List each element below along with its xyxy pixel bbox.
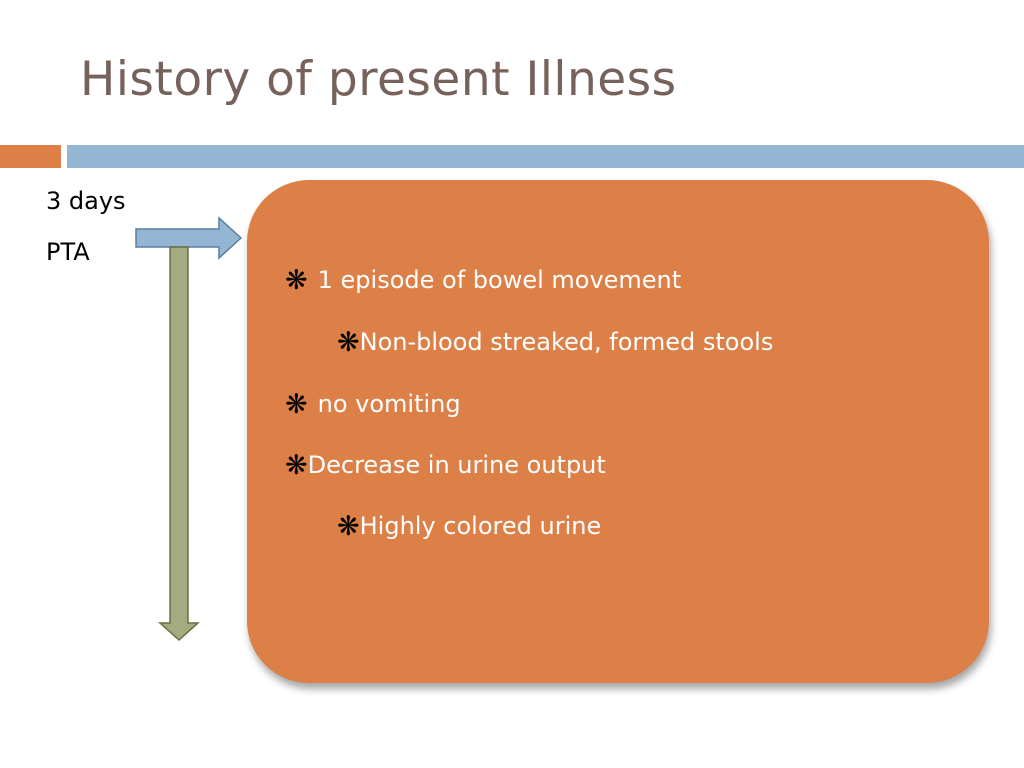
timeline-label-pta: PTA (46, 238, 90, 266)
title-underline-bar (67, 145, 1024, 168)
title-accent-bar (0, 145, 61, 168)
bullet-item: ❋ 1 episode of bowel movement (285, 266, 681, 294)
bullet-text: Non-blood streaked, formed stools (359, 328, 774, 356)
bullet-asterisk-icon: ❋ (337, 326, 360, 358)
bullet-item: ❋Non-blood streaked, formed stools (337, 328, 773, 356)
bullet-asterisk-icon: ❋ (285, 388, 308, 420)
findings-box (247, 180, 989, 683)
bullet-item: ❋ no vomiting (285, 390, 461, 418)
bullet-asterisk-icon: ❋ (337, 510, 360, 542)
bullet-item: ❋Decrease in urine output (285, 451, 606, 479)
bullet-item: ❋Highly colored urine (337, 512, 601, 540)
right-arrow-shape (135, 216, 243, 260)
bullet-text: Highly colored urine (359, 512, 602, 540)
bullet-text: no vomiting (317, 390, 461, 418)
bullet-text: Decrease in urine output (307, 451, 606, 479)
bullet-text: 1 episode of bowel movement (317, 266, 682, 294)
down-arrow-shape (158, 246, 200, 642)
bullet-asterisk-icon: ❋ (285, 449, 308, 481)
slide-title: History of present Illness (80, 52, 677, 107)
bullet-asterisk-icon: ❋ (285, 264, 308, 296)
timeline-label-days: 3 days (46, 187, 126, 215)
